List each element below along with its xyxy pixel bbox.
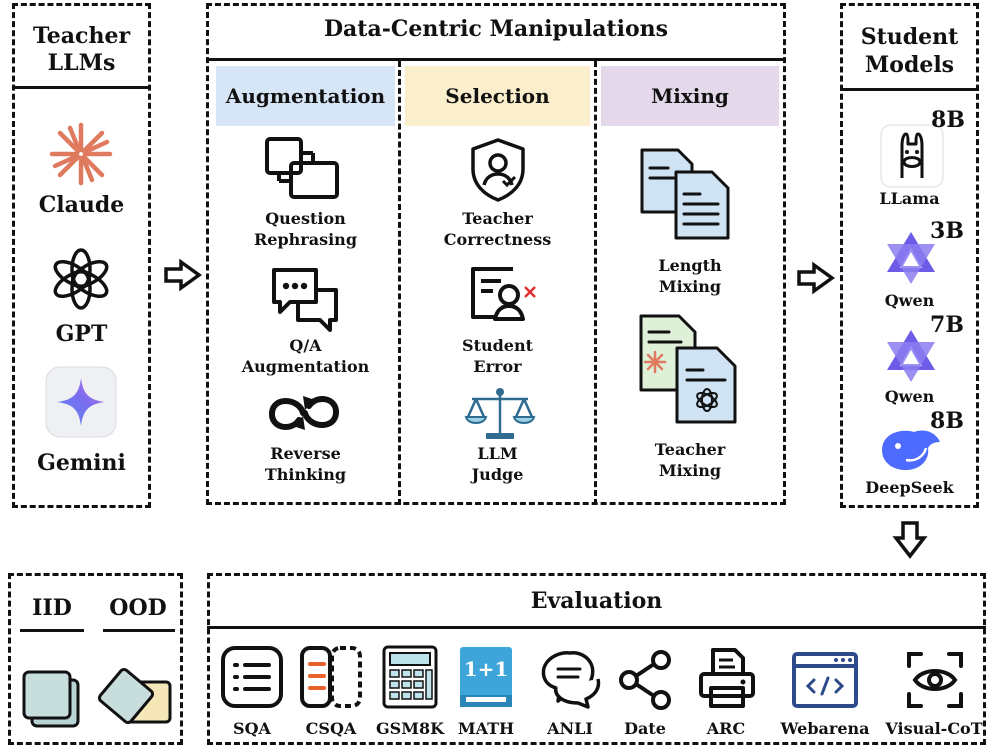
student-size-deepseek: 8B	[930, 408, 964, 434]
student-title-line2: Models	[864, 52, 955, 78]
evaluation-panel	[207, 573, 986, 745]
student-divider	[840, 88, 979, 91]
deepseek-icon	[882, 430, 940, 470]
printer-icon	[699, 648, 755, 708]
benchmark-date: Date	[624, 719, 666, 738]
qwen-icon-2	[887, 330, 935, 382]
teacher-model-claude: Claude	[38, 192, 125, 218]
ood-underline	[103, 629, 175, 632]
iid-squares-icon	[22, 670, 80, 728]
evaluation-divider	[207, 626, 986, 629]
teacher-model-gemini: Gemini	[37, 450, 126, 476]
sel-item-3-line2: Judge	[471, 465, 524, 484]
iid-ood-panel	[8, 573, 183, 745]
teacher-docs-icon	[639, 314, 737, 424]
claude-icon	[49, 122, 113, 186]
column-divider-1	[398, 61, 401, 505]
manipulations-panel	[206, 3, 786, 505]
benchmark-csqa: CSQA	[305, 719, 357, 738]
mix-item-1-line1: Length	[658, 256, 722, 275]
student-name-deepseek: DeepSeek	[865, 478, 954, 497]
sel-item-1-line1: Teacher	[462, 209, 533, 228]
qwen-icon	[887, 232, 935, 284]
iid-label: IID	[32, 595, 72, 621]
manipulations-divider	[206, 58, 786, 61]
benchmark-anli: ANLI	[547, 719, 593, 738]
teacher-llms-panel	[12, 3, 151, 508]
benchmark-sqa: SQA	[233, 719, 271, 738]
aug-item-2-line2: Augmentation	[241, 357, 370, 376]
reverse-cycle-icon	[269, 395, 339, 431]
gpt-icon	[53, 248, 109, 310]
augmentation-header: Augmentation	[216, 66, 395, 126]
llama-icon	[880, 124, 944, 188]
benchmark-gsm8k: GSM8K	[376, 719, 444, 738]
student-name-llama: LLama	[879, 189, 940, 208]
user-error-icon	[471, 267, 536, 321]
student-name-qwen-2: Qwen	[884, 387, 935, 406]
ood-squares-icon	[97, 667, 172, 725]
benchmark-math: MATH	[457, 719, 515, 738]
math-book-icon	[460, 647, 512, 707]
aug-item-3-line1: Reverse	[270, 444, 341, 463]
list-icon	[221, 646, 283, 708]
shield-user-icon	[471, 138, 525, 202]
mix-item-1-line2: Mixing	[658, 277, 722, 296]
teacher-title-line1: Teacher	[32, 23, 131, 49]
ood-label: OOD	[109, 595, 167, 621]
share-icon	[619, 650, 671, 710]
rephrase-icon	[265, 137, 339, 199]
math-icon-text: 1+1	[463, 657, 509, 681]
browser-code-icon	[792, 652, 858, 708]
manipulations-title: Data-Centric Manipulations	[323, 16, 669, 42]
student-title-line1: Student	[860, 24, 959, 50]
eye-scan-icon	[907, 652, 963, 708]
arrow-down-icon	[892, 521, 928, 559]
evaluation-title: Evaluation	[530, 588, 663, 614]
student-size-qwen-3b: 3B	[930, 218, 964, 244]
aug-item-3-line2: Thinking	[264, 465, 347, 484]
aug-item-2-line1: Q/A	[289, 336, 322, 355]
iid-underline	[20, 629, 84, 632]
mix-item-2-line2: Mixing	[658, 461, 722, 480]
chat-bubbles-icon	[272, 268, 338, 332]
chat-icon	[541, 651, 601, 709]
student-size-llama: 8B	[931, 107, 965, 133]
benchmark-arc: ARC	[706, 719, 746, 738]
book-icon	[300, 646, 362, 708]
gemini-icon	[45, 366, 117, 438]
selection-header: Selection	[405, 66, 590, 126]
calculator-icon	[382, 645, 438, 709]
student-models-panel	[840, 3, 979, 508]
documents-icon	[640, 148, 730, 240]
scale-judge-icon	[464, 388, 536, 439]
teacher-title-line2: LLMs	[47, 50, 116, 76]
student-name-qwen-1: Qwen	[884, 291, 935, 310]
sel-item-2-line1: Student	[462, 336, 533, 355]
sel-item-1-line2: Correctness	[443, 230, 552, 249]
arrow-right-icon	[164, 258, 202, 292]
sel-item-3-line1: LLM	[477, 444, 518, 463]
sel-item-2-line2: Error	[473, 357, 522, 376]
benchmark-visual-cot: Visual-CoT	[885, 719, 983, 738]
column-divider-2	[594, 61, 597, 505]
aug-item-1-line2: Rephrasing	[254, 230, 357, 249]
benchmark-webarena: Webarena	[780, 719, 870, 738]
mixing-header: Mixing	[601, 66, 779, 126]
student-size-qwen-7b: 7B	[930, 312, 964, 338]
aug-item-1-line1: Question	[265, 209, 346, 228]
arrow-right-icon-2	[797, 261, 835, 295]
teacher-divider	[12, 86, 151, 89]
teacher-model-gpt: GPT	[55, 321, 108, 347]
mix-item-2-line1: Teacher	[654, 440, 726, 459]
